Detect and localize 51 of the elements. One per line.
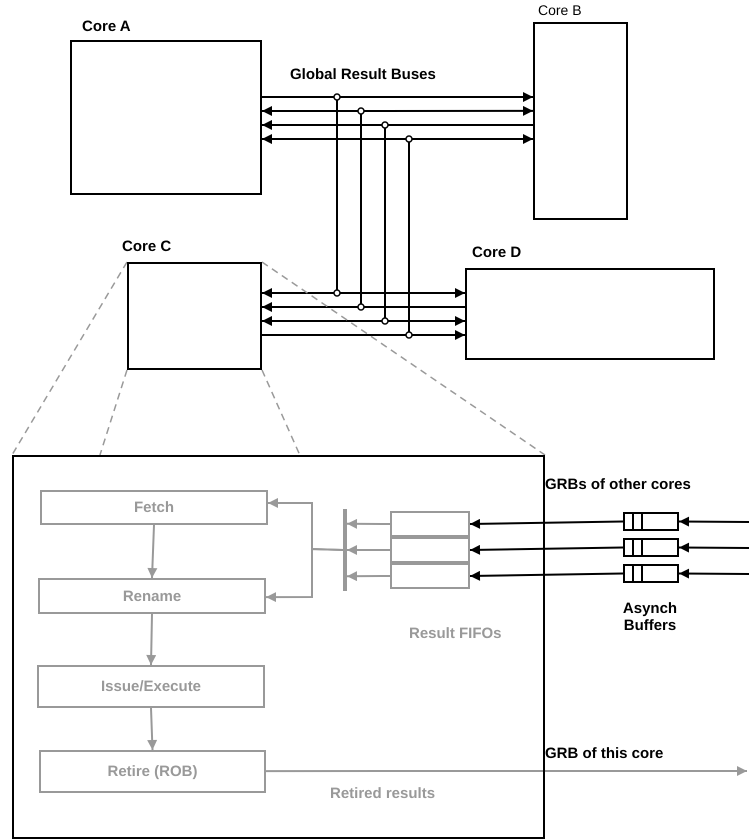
stage-label: Retire (ROB) (107, 763, 198, 780)
arrow (262, 134, 533, 144)
arrow (679, 542, 749, 553)
bus-label: GRBs of other cores (545, 476, 691, 493)
stage-box (38, 578, 266, 614)
arrow (679, 516, 749, 527)
arrow (147, 524, 158, 578)
arrow (262, 92, 533, 102)
stage-label: Rename (122, 588, 182, 604)
arrow (470, 518, 624, 529)
arrow (262, 120, 533, 130)
buffer-box (623, 538, 679, 557)
arrow (262, 330, 465, 340)
buffer-box (623, 564, 679, 583)
core-label: Core A (82, 18, 131, 35)
bus-label: Global Result Buses (290, 66, 436, 83)
arrow (262, 316, 465, 326)
arrow (470, 570, 624, 581)
arrow (262, 288, 465, 298)
stage-box (39, 750, 266, 793)
merge-bar (343, 509, 347, 591)
fifo-box (390, 511, 470, 537)
bus-label: GRB of this core (545, 745, 664, 762)
fifo-box (390, 563, 470, 589)
buffer-box (623, 512, 679, 531)
arrow (147, 708, 158, 750)
fifo-label: Result FIFOs (409, 625, 502, 642)
core-label: Core D (472, 244, 522, 261)
arrow (347, 571, 390, 582)
arrow (262, 106, 533, 116)
stage-box (40, 490, 268, 525)
core-label: Core B (538, 2, 582, 18)
arrow (679, 568, 749, 579)
projection-line (261, 370, 300, 456)
stage-box (37, 665, 265, 708)
stage-label: Issue/Execute (100, 678, 202, 695)
core-label: Core C (122, 238, 172, 255)
projection-line (99, 370, 128, 456)
arrow (262, 302, 465, 312)
stage-label: Fetch (134, 499, 174, 516)
arrow (266, 766, 747, 776)
arrow (347, 518, 390, 529)
projection-line (262, 261, 546, 456)
arrow (470, 544, 624, 555)
arrow (266, 548, 344, 602)
projection-line (11, 262, 128, 456)
core-detail-box (12, 455, 545, 839)
fifo-box (390, 537, 470, 563)
buffer-label: Asynch Buffers (622, 600, 678, 634)
arrow (146, 614, 156, 666)
arrow (347, 545, 390, 555)
